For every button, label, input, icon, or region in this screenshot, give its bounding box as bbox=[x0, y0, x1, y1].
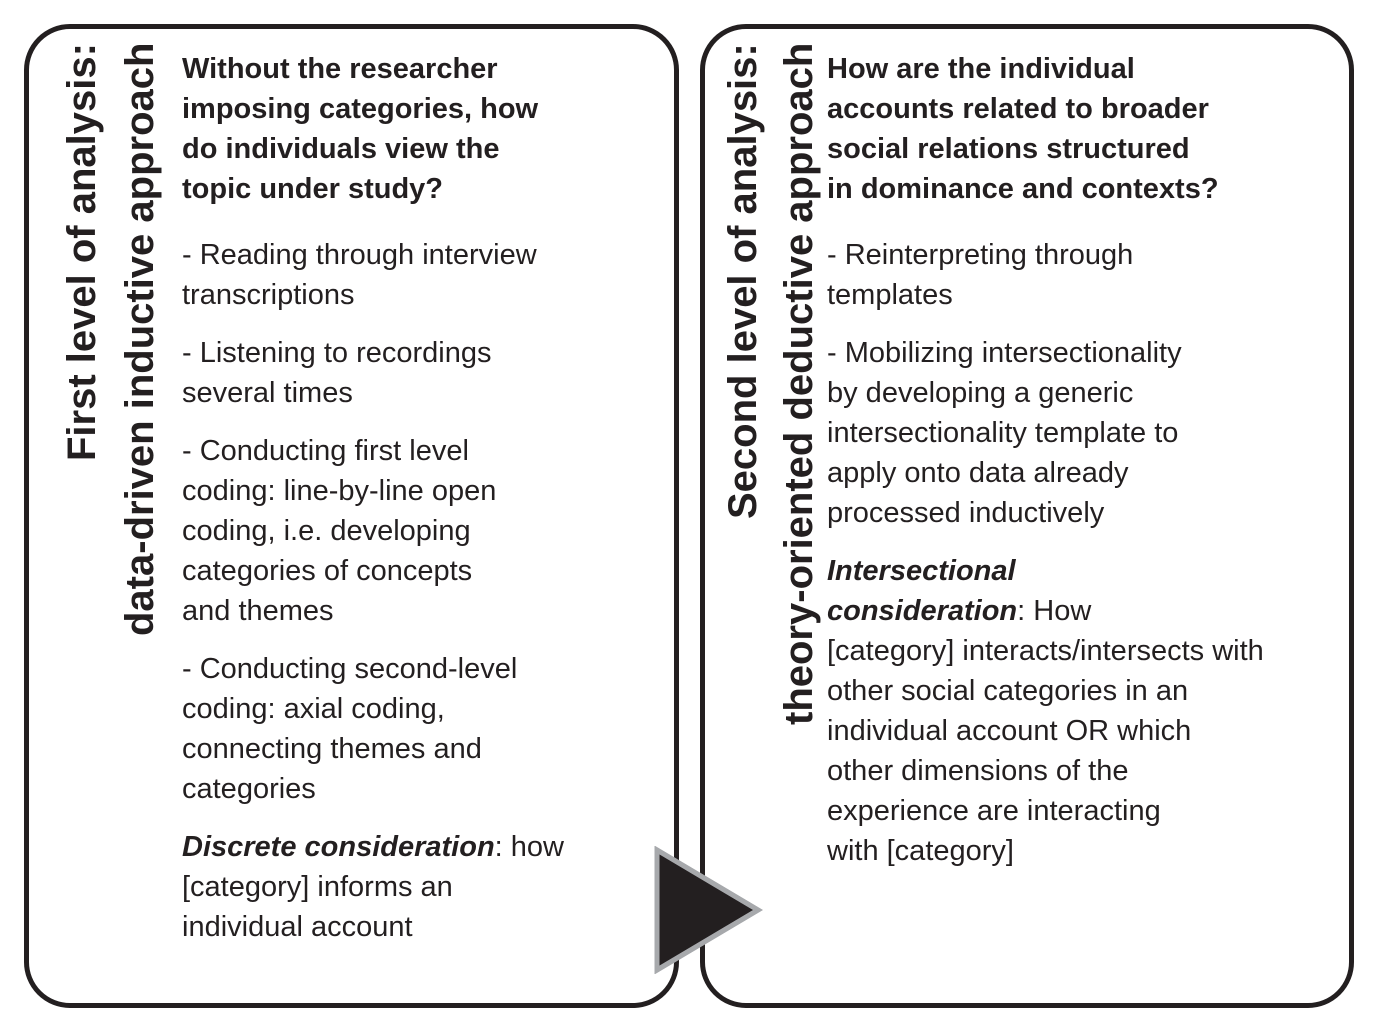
first-level-bullet-second-coding: - Conducting second-level coding: axial … bbox=[182, 653, 518, 805]
first-level-bullet-listening: - Listening to recordings several times bbox=[182, 337, 492, 409]
intersectional-consideration-rest: : How [category] interacts/intersects wi… bbox=[827, 595, 1264, 867]
panel-first-level-analysis: First level of analysis: data-driven ind… bbox=[24, 24, 679, 1008]
panel-second-level-analysis: Second level of analysis: theory-oriente… bbox=[700, 24, 1354, 1008]
first-level-question-heading: Without the researcher imposing categori… bbox=[182, 53, 539, 205]
second-level-question-heading: How are the individual accounts related … bbox=[827, 53, 1219, 205]
intersectional-consideration-paragraph: Intersectional consideration: How [categ… bbox=[827, 551, 1341, 871]
first-level-bullet-reading: - Reading through interview transcriptio… bbox=[182, 239, 537, 311]
discrete-consideration-paragraph: Discrete consideration: how [category] i… bbox=[182, 827, 666, 947]
discrete-consideration-lead: Discrete consideration bbox=[182, 831, 495, 863]
second-level-vertical-label-line-2: theory-oriented deductive approach bbox=[777, 43, 821, 726]
arrow-right-triangle-outline bbox=[654, 846, 763, 974]
intersectional-consideration-lead: Intersectional consideration bbox=[827, 555, 1018, 627]
second-level-bullet-reinterpreting: - Reinterpreting through templates bbox=[827, 239, 1134, 311]
second-level-bullet-mobilizing: - Mobilizing intersectionality by develo… bbox=[827, 337, 1182, 529]
discrete-consideration-rest: : how [category] informs an individual a… bbox=[182, 831, 564, 943]
arrow-right-icon bbox=[654, 846, 763, 974]
first-level-bullet-first-coding: - Conducting first level coding: line-by… bbox=[182, 435, 497, 627]
first-level-vertical-label-line-1: First level of analysis: bbox=[60, 43, 104, 461]
arrow-right-triangle-shape bbox=[654, 846, 763, 974]
first-level-vertical-label-line-2: data-driven inductive approach bbox=[118, 43, 162, 637]
first-level-content: Without the researcher imposing categori… bbox=[182, 29, 674, 1003]
second-level-content: How are the individual accounts related … bbox=[827, 29, 1349, 1003]
first-level-vertical-label: First level of analysis: data-driven ind… bbox=[29, 29, 182, 1003]
